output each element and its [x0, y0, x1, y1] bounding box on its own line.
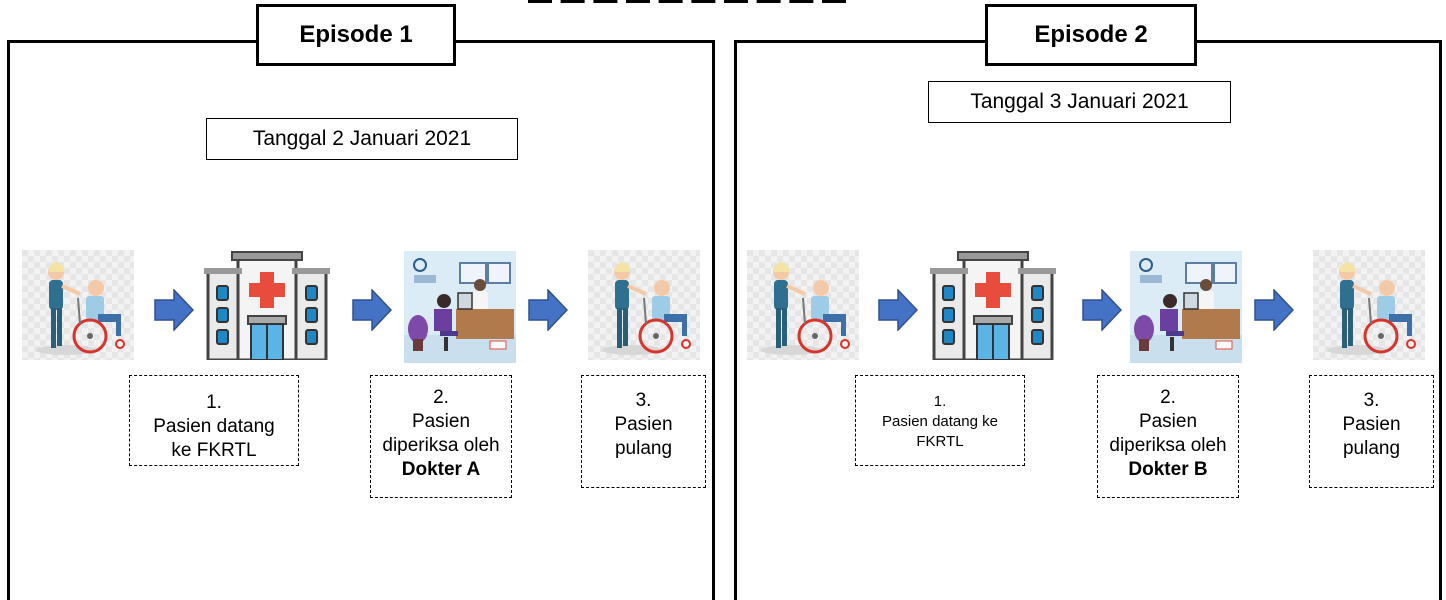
step-text: Pasien	[1342, 414, 1401, 435]
episode-1-step-2: 2. Pasien diperiksa oleh Dokter A	[370, 375, 512, 498]
arrow-right-icon	[352, 289, 392, 331]
cropped-heading: ▬ ▬ ▬ ▬ ▬ ▬ ▬ ▬ ▬ ▬	[528, 0, 847, 10]
step-text: ke FKRTL	[171, 440, 257, 461]
hospital-building-icon	[204, 250, 330, 360]
episode-2-step-3: 3. Pasien pulang	[1309, 375, 1434, 488]
wheelchair-patient-icon	[588, 250, 700, 360]
wheelchair-patient-icon	[1313, 250, 1425, 360]
step-number: 3.	[1363, 390, 1380, 411]
wheelchair-patient-icon	[22, 250, 134, 360]
doctor-name: Dokter A	[401, 459, 481, 480]
step-number: 2.	[1160, 387, 1176, 408]
step-text: pulang	[1342, 438, 1401, 459]
step-text: diperiksa oleh	[1109, 435, 1227, 456]
hospital-building-icon	[930, 250, 1056, 360]
arrow-right-icon	[528, 289, 568, 331]
arrow-right-icon	[878, 289, 918, 331]
episode-1-title: Episode 1	[256, 4, 456, 66]
episode-2-step-1: 1. Pasien datang ke FKRTL	[855, 375, 1025, 466]
episode-1-step-3: 3. Pasien pulang	[581, 375, 706, 488]
step-text: FKRTL	[916, 433, 964, 450]
step-number: 3.	[635, 390, 652, 411]
episode-2-title: Episode 2	[985, 4, 1197, 66]
step-text: Pasien datang ke	[882, 413, 998, 430]
doctor-name: Dokter B	[1128, 459, 1208, 480]
doctor-office-icon	[404, 251, 516, 363]
step-number: 1.	[206, 392, 222, 413]
episode-1-step-1: 1. Pasien datang ke FKRTL	[129, 375, 299, 466]
step-number: 1.	[933, 393, 947, 410]
step-text: Pasien	[411, 411, 471, 432]
step-number: 2.	[433, 387, 449, 408]
step-text: Pasien	[614, 414, 673, 435]
step-text: Pasien datang	[153, 416, 275, 437]
wheelchair-patient-icon	[747, 250, 859, 360]
arrow-right-icon	[1254, 289, 1294, 331]
step-text: Pasien	[1138, 411, 1198, 432]
arrow-right-icon	[1082, 289, 1122, 331]
episode-2-step-2: 2. Pasien diperiksa oleh Dokter B	[1097, 375, 1239, 498]
episode-1-date: Tanggal 2 Januari 2021	[206, 118, 518, 160]
step-text: diperiksa oleh	[382, 435, 500, 456]
doctor-office-icon	[1130, 251, 1242, 363]
step-text: pulang	[614, 438, 673, 459]
episode-2-date: Tanggal 3 Januari 2021	[928, 81, 1231, 123]
arrow-right-icon	[154, 289, 194, 331]
